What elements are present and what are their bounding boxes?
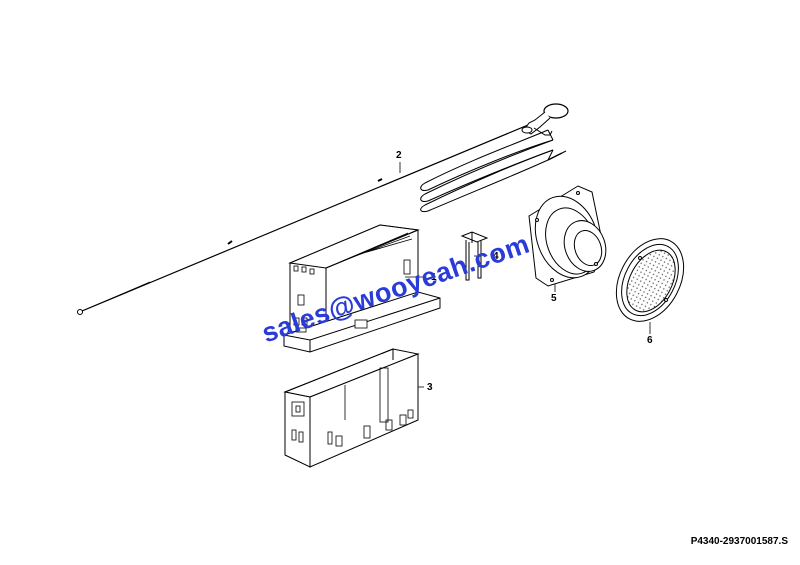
speaker-grille-part: [615, 238, 685, 322]
leader-lines: [399, 162, 651, 388]
mounting-frame-part: [283, 348, 420, 468]
radio-unit-part: [283, 224, 441, 353]
callout-number: 2: [396, 150, 402, 161]
callout-number: 6: [647, 335, 653, 346]
callout-number: 4: [493, 251, 499, 262]
callout-number: 3: [427, 382, 433, 393]
clip-part: [460, 231, 489, 281]
callout-number: 5: [551, 293, 557, 304]
drawing-code: P4340-2937001587.S: [690, 536, 788, 547]
antenna-part: [77, 103, 569, 315]
callout-number: 1: [431, 272, 437, 283]
speaker-part: [528, 185, 607, 287]
